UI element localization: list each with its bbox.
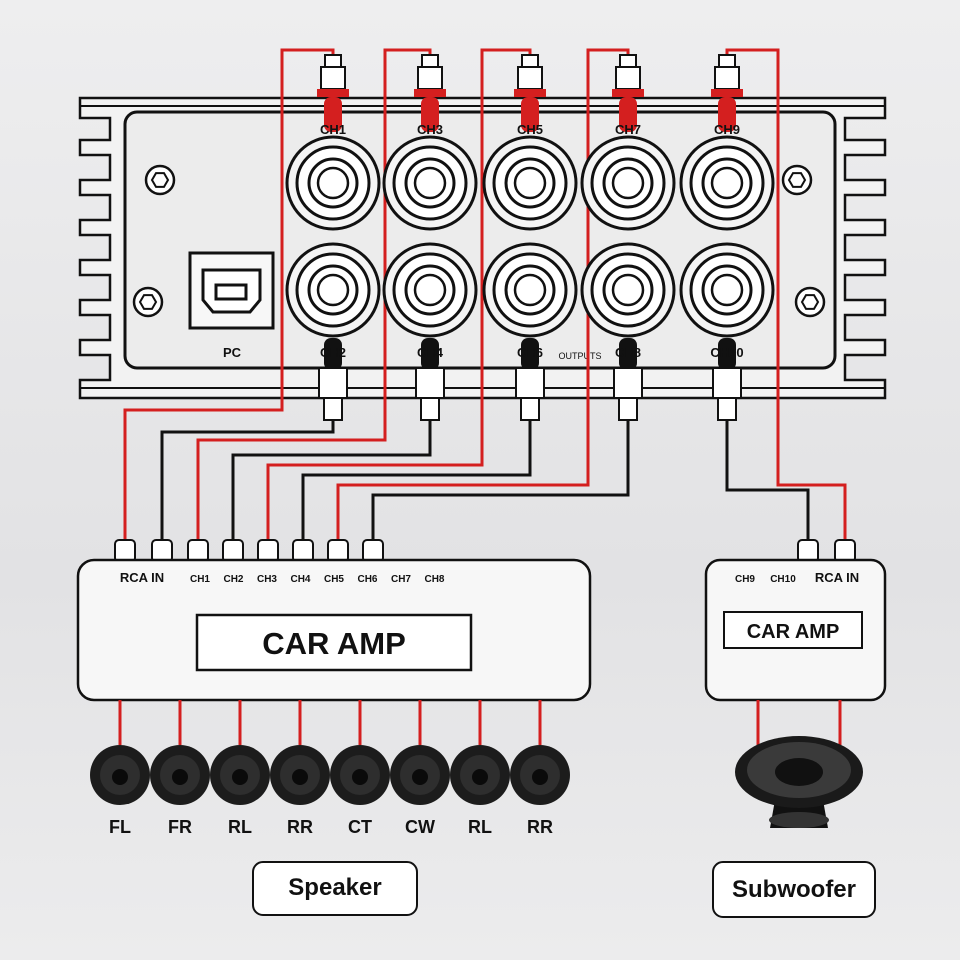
subwoofer-icon [735, 700, 863, 828]
pc-label: PC [223, 345, 242, 360]
amp-input-port [327, 539, 349, 563]
speaker-position-label: CW [405, 817, 435, 837]
main-amp-input-label: CH5 [324, 574, 344, 585]
black-rca-cable [160, 420, 335, 545]
red-rca-plug [612, 54, 644, 132]
rca-jack [285, 135, 381, 231]
black-rca-cable [725, 420, 810, 545]
screw-icon [794, 286, 826, 318]
rca-jack [482, 242, 578, 338]
main-amp-input-label: CH6 [357, 574, 377, 585]
rca-jack [382, 135, 478, 231]
amp-input-port [362, 539, 384, 563]
subwoofer-label: Subwoofer [732, 876, 856, 903]
sub-amp-rca-in: RCA IN [815, 570, 859, 585]
speaker-position-label: RR [287, 817, 313, 837]
speaker-label-box: Speaker [252, 861, 418, 916]
speaker-icon [270, 700, 330, 805]
black-rca-cable [231, 420, 432, 545]
channel-label-top: CH9 [714, 122, 740, 137]
channel-label-top: CH5 [517, 122, 543, 137]
black-rca-plug [415, 338, 445, 421]
channel-label-bottom: CH4 [417, 345, 444, 360]
main-amp-input-label: CH1 [190, 574, 210, 585]
speaker-position-label: FL [109, 817, 131, 837]
speaker-position-label: CT [348, 817, 372, 837]
main-amp-rca-in: RCA IN [120, 570, 164, 585]
rca-jack [482, 135, 578, 231]
speaker-icon [450, 700, 510, 805]
main-amp-input-label: CH3 [257, 574, 277, 585]
main-amp-title: CAR AMP [262, 626, 406, 661]
screw-icon [144, 164, 176, 196]
speaker-icon [90, 700, 150, 805]
amp-input-port [151, 539, 173, 563]
rca-jack [382, 242, 478, 338]
main-amp-input-label: CH4 [290, 574, 310, 585]
screw-icon [132, 286, 164, 318]
amp-input-port [222, 539, 244, 563]
rca-jack [580, 242, 676, 338]
channel-label-bottom: CH8 [615, 345, 641, 360]
red-rca-cable [266, 48, 532, 545]
rca-jack [679, 242, 775, 338]
main-amp: RCA IN CH1 CH2 CH3 CH4 CH5 CH6 CH7 CH8 CAR AMP [76, 539, 592, 702]
sub-amp-title: CAR AMP [747, 621, 840, 643]
amp-input-port [114, 539, 136, 563]
speaker-position-label: RL [228, 817, 252, 837]
red-rca-plug [514, 54, 546, 132]
amp-input-port [797, 539, 819, 563]
subwoofer-label-box: Subwoofer [712, 861, 876, 918]
main-amp-input-label: CH8 [424, 574, 444, 585]
amp-input-port [257, 539, 279, 563]
black-rca-cable [371, 420, 630, 545]
amp-input-port [187, 539, 209, 563]
speaker-icon [390, 700, 450, 805]
sub-amp-input-ch10: CH10 [770, 574, 796, 585]
black-rca-plug [515, 338, 545, 421]
speaker-label: Speaker [288, 874, 381, 901]
channel-label-bottom: CH2 [320, 345, 346, 360]
black-rca-plug [613, 338, 643, 421]
speaker-position-label: RL [468, 817, 492, 837]
amp-input-port [834, 539, 856, 563]
red-rca-plug [414, 54, 446, 132]
channel-label-top: CH3 [417, 122, 443, 137]
channel-label-top: CH1 [320, 122, 346, 137]
outputs-label: OUTPUTS [558, 351, 601, 361]
main-amp-input-label: CH2 [223, 574, 243, 585]
speaker-icon [330, 700, 390, 805]
black-rca-cable [301, 420, 532, 545]
rca-jack [580, 135, 676, 231]
rca-jack [285, 242, 381, 338]
speaker-icon [150, 700, 210, 805]
speaker-position-label: RR [527, 817, 553, 837]
speaker-icon [210, 700, 270, 805]
amp-input-port [292, 539, 314, 563]
main-amp-input-label: CH7 [391, 574, 411, 585]
black-rca-plug [712, 338, 742, 421]
rca-jack [679, 135, 775, 231]
sub-amp-input-ch9: CH9 [735, 574, 755, 585]
red-rca-plug [711, 54, 743, 132]
black-rca-plug [318, 338, 348, 421]
speaker-position-label: FR [168, 817, 192, 837]
red-rca-cable [725, 48, 847, 545]
red-rca-cable [123, 48, 335, 545]
channel-label-top: CH7 [615, 122, 641, 137]
speaker-icon [510, 700, 570, 805]
channel-label-bottom: CH10 [710, 345, 743, 360]
red-rca-plug [317, 54, 349, 132]
usb-port[interactable] [188, 251, 275, 330]
red-rca-cable [196, 48, 432, 545]
sub-amp: CH9 CH10 RCA IN CAR AMP [704, 539, 887, 702]
screw-icon [781, 164, 813, 196]
channel-label-bottom: CH6 [517, 345, 543, 360]
